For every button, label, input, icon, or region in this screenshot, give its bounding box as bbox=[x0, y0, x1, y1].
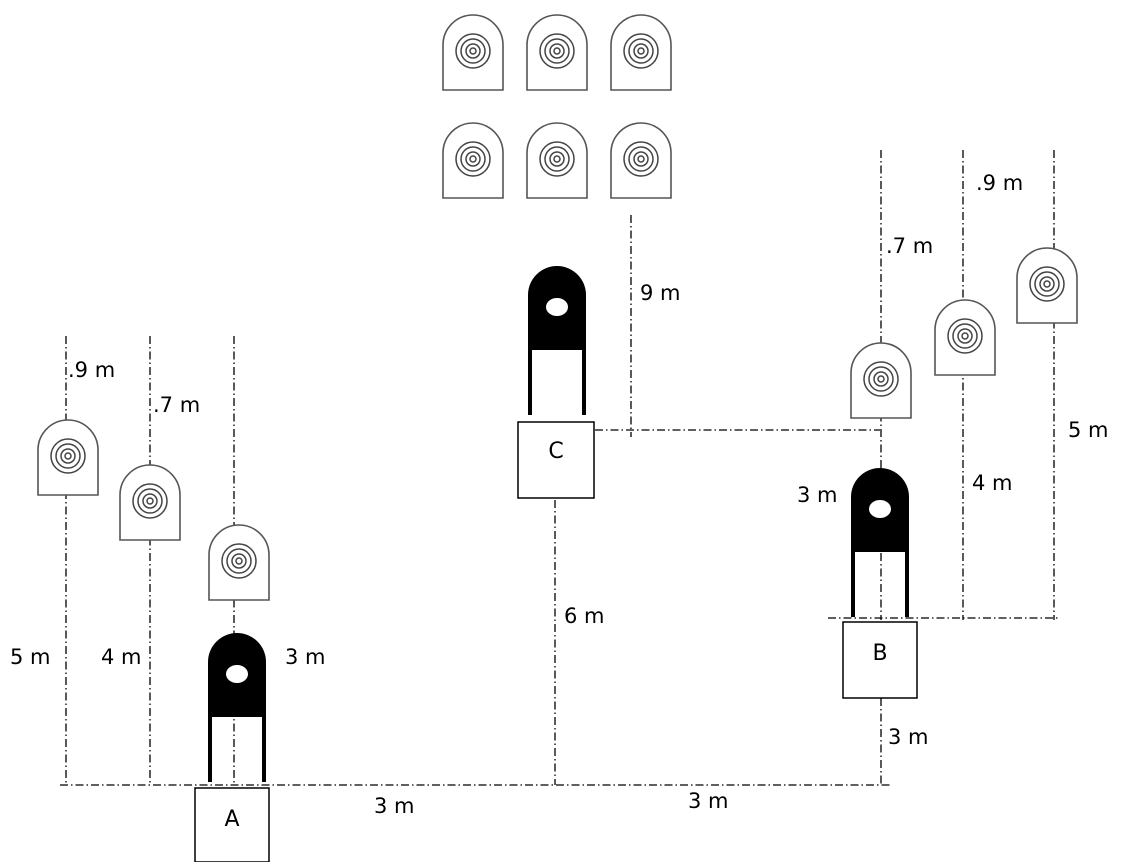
distance-label: .9 m bbox=[976, 171, 1023, 195]
right-targets bbox=[850, 247, 1078, 419]
distance-labels: .9 m .7 m 5 m 4 m 3 m 3 m 3 m 6 m 9 m .9… bbox=[10, 171, 1109, 818]
distance-label: 4 m bbox=[101, 645, 142, 669]
bullseye-target-icon bbox=[37, 419, 99, 496]
bullseye-target-icon bbox=[208, 524, 270, 601]
bullseye-target-icon bbox=[610, 122, 672, 199]
distance-label: 3 m bbox=[688, 789, 729, 813]
distance-label: 3 m bbox=[285, 645, 326, 669]
distance-label: 9 m bbox=[640, 281, 681, 305]
position-c: C bbox=[517, 421, 595, 499]
distance-label: 4 m bbox=[972, 471, 1013, 495]
distance-label: 3 m bbox=[374, 794, 415, 818]
barricades bbox=[206, 264, 911, 784]
bullseye-target-icon bbox=[850, 342, 912, 419]
bullseye-target-icon bbox=[442, 14, 504, 91]
distance-label: 5 m bbox=[1068, 418, 1109, 442]
bullseye-target-icon bbox=[526, 14, 588, 91]
distance-label: 6 m bbox=[564, 604, 605, 628]
bullseye-target-icon bbox=[442, 122, 504, 199]
bullseye-target-icon bbox=[526, 122, 588, 199]
distance-label: .9 m bbox=[68, 358, 115, 382]
barricade-icon bbox=[206, 631, 268, 784]
distance-label: .7 m bbox=[153, 393, 200, 417]
distance-label: 3 m bbox=[797, 483, 838, 507]
barricade-icon bbox=[526, 264, 588, 417]
position-c-label: C bbox=[548, 439, 563, 464]
target-array bbox=[442, 14, 672, 199]
bullseye-target-icon bbox=[934, 299, 996, 376]
bullseye-target-icon bbox=[119, 464, 181, 541]
bullseye-target-icon bbox=[1016, 247, 1078, 324]
position-a-label: A bbox=[224, 807, 239, 832]
distance-label: .7 m bbox=[886, 234, 933, 258]
position-a: A bbox=[194, 787, 270, 862]
distance-label: 5 m bbox=[10, 645, 51, 669]
position-b: B bbox=[842, 621, 918, 699]
position-b-label: B bbox=[872, 641, 887, 666]
distance-label: 3 m bbox=[888, 725, 929, 749]
barricade-icon bbox=[849, 466, 911, 619]
bullseye-target-icon bbox=[610, 14, 672, 91]
